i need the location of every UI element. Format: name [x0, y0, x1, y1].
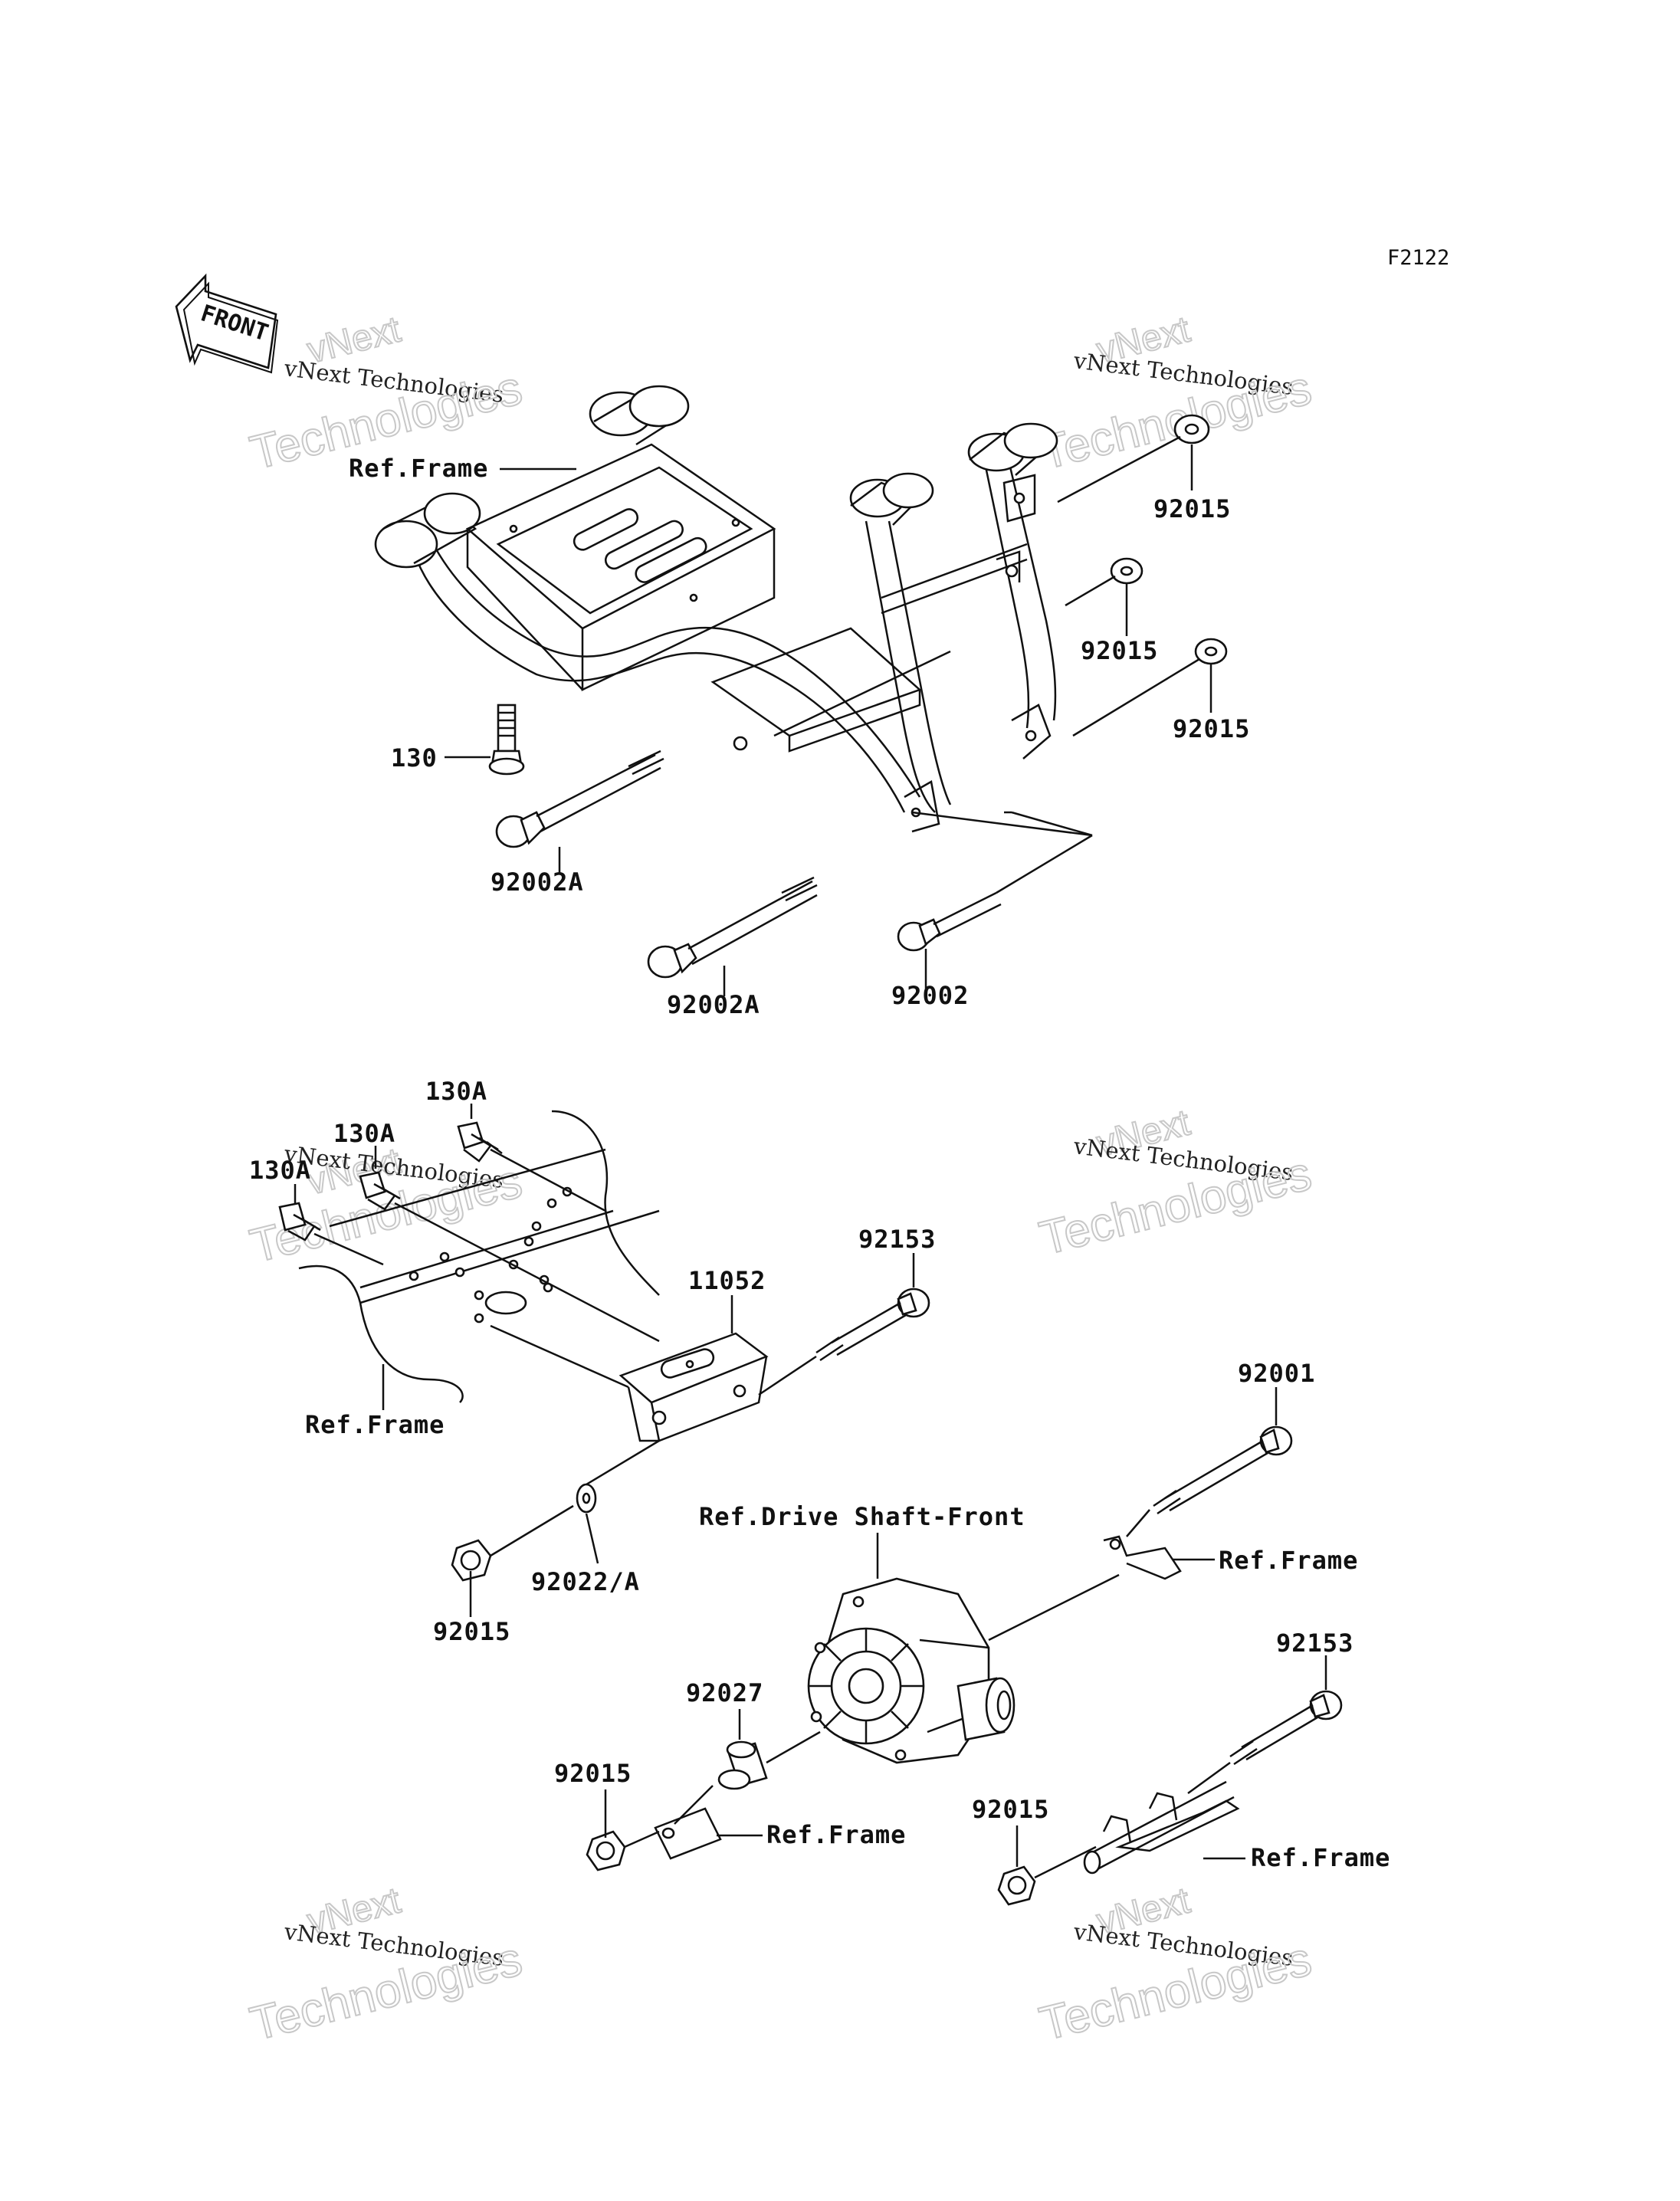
bracket-11052: [619, 1332, 769, 1442]
watermark-6: vNext vNext Technologies Technologies: [1034, 1879, 1317, 2052]
watermark-5: vNext vNext Technologies Technologies: [244, 1879, 528, 2052]
label-92153-a: 92153: [858, 1225, 936, 1254]
label-ref-frame-top: Ref.Frame: [349, 454, 488, 483]
bolt-92001: [1153, 1425, 1293, 1515]
label-ref-frame-low: Ref.Frame: [766, 1820, 906, 1849]
label-92153-b: 92153: [1276, 1629, 1354, 1658]
bolt-92002A-a: [495, 750, 664, 848]
bolt-92153-a: [815, 1287, 930, 1362]
front-arrow-icon: FRONT: [175, 273, 279, 374]
label-130A-b: 130A: [333, 1119, 395, 1148]
label-92015-d: 92015: [433, 1617, 510, 1646]
bolt-92002A-b: [647, 876, 818, 979]
label-92001: 92001: [1238, 1359, 1315, 1388]
bolt-92002: [897, 891, 1002, 952]
label-130A-a: 130A: [425, 1077, 487, 1106]
nut-92015-e: [586, 1830, 626, 1871]
label-11052: 11052: [688, 1266, 766, 1295]
washer-92015-a: [1173, 414, 1210, 444]
bolt-130A-b: [359, 1171, 401, 1211]
watermark-4: vNext vNext Technologies Technologies: [1034, 1101, 1317, 1266]
label-92002: 92002: [891, 981, 969, 1010]
washer-92022A: [576, 1483, 597, 1514]
frame-assembly-drawing: [374, 385, 1058, 833]
ref-frame-bracket-right: [1103, 1535, 1182, 1580]
label-130A-c: 130A: [249, 1156, 311, 1185]
nut-92015-f: [997, 1865, 1036, 1906]
label-92027: 92027: [686, 1678, 763, 1707]
label-92015-c: 92015: [1173, 714, 1250, 743]
label-ref-frame-right: Ref.Frame: [1219, 1546, 1358, 1575]
washer-92015-b: [1110, 557, 1144, 585]
label-ref-drive-shaft: Ref.Drive Shaft-Front: [699, 1502, 1025, 1531]
drive-shaft-front-drawing: [807, 1577, 1016, 1764]
ref-frame-low-right-drawing: [1083, 1780, 1240, 1875]
frame-section-drawing: [298, 1110, 660, 1403]
label-ref-frame-low-right: Ref.Frame: [1251, 1843, 1390, 1872]
figure-code: F2122: [1387, 246, 1449, 270]
ref-frame-low-bracket: [654, 1807, 722, 1860]
washer-92015-c: [1194, 638, 1228, 665]
label-92015-b: 92015: [1081, 636, 1158, 665]
label-ref-frame-mid: Ref.Frame: [305, 1410, 445, 1439]
label-92015-e: 92015: [554, 1759, 632, 1788]
label-92015-f: 92015: [972, 1795, 1049, 1824]
spacer-92027: [717, 1740, 768, 1790]
bolt-130A-a: [457, 1121, 503, 1163]
bolt-92153-b: [1229, 1690, 1343, 1766]
label-92002A-b: 92002A: [667, 990, 760, 1019]
watermark-2: vNext vNext Technologies Technologies: [1034, 308, 1317, 481]
nut-92015-d: [451, 1539, 492, 1582]
bolt-130A-c: [278, 1202, 321, 1242]
label-92022A: 92022/A: [531, 1567, 640, 1596]
label-130: 130: [391, 743, 438, 772]
bolt-130: [488, 704, 525, 776]
label-92002A-a: 92002A: [491, 868, 584, 897]
label-92015-a: 92015: [1153, 494, 1231, 523]
